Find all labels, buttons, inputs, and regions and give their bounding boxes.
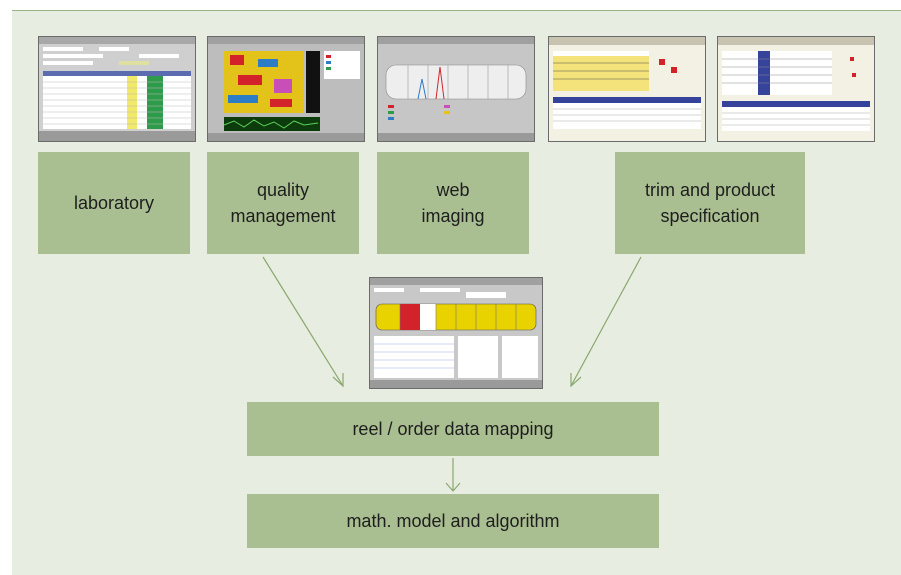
source-box-quality-management: quality management [207,152,359,254]
web-imaging-screenshot [377,36,535,142]
source-box-trim-product-specification: trim and product specification [615,152,805,254]
reel-order-mapping-screenshot [369,277,543,389]
trim-specification-screenshot [548,36,706,142]
source-box-web-imaging: web imaging [377,152,529,254]
math-model-algorithm-box: math. model and algorithm [247,494,659,548]
laboratory-screenshot [38,36,196,142]
quality-management-screenshot [207,36,365,142]
reel-order-data-mapping-box: reel / order data mapping [247,402,659,456]
product-specification-screenshot [717,36,875,142]
source-box-laboratory: laboratory [38,152,190,254]
